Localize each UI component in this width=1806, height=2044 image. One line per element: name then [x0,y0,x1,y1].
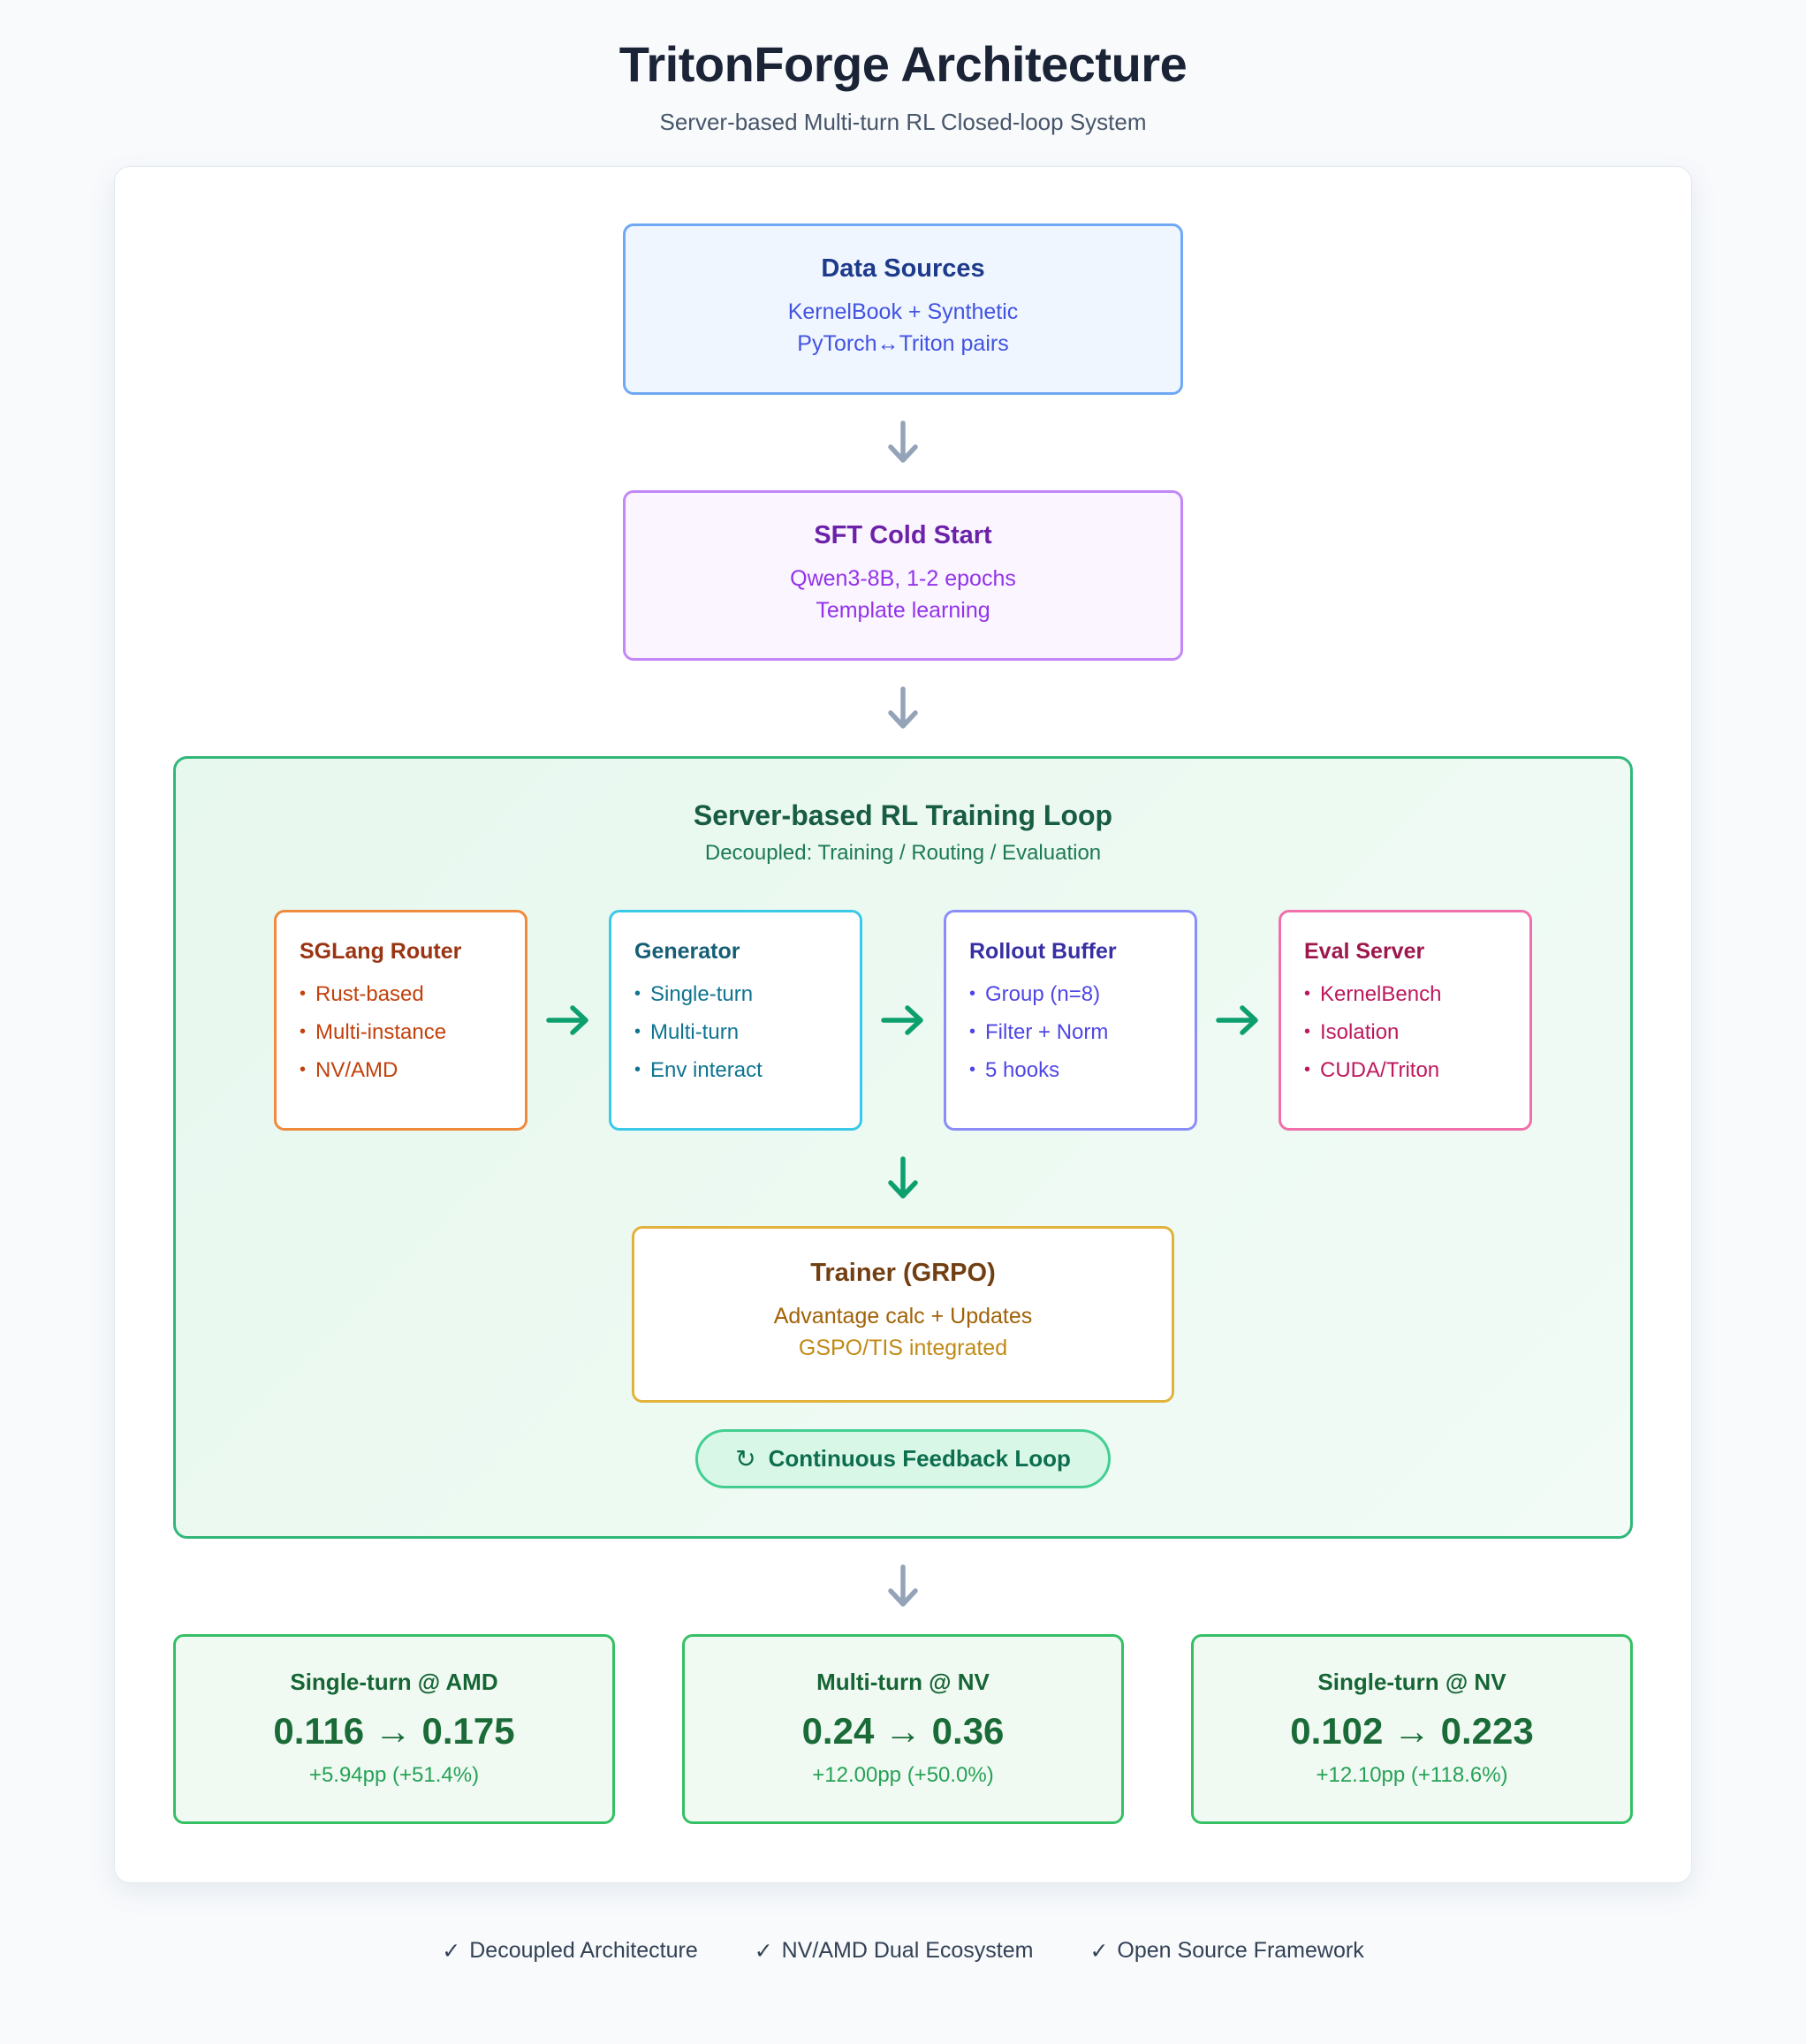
refresh-icon: ↻ [735,1444,756,1472]
sft-cold-start-box: SFT Cold Start Qwen3-8B, 1-2 epochs Temp… [623,489,1183,661]
eval-server-item: CUDA/Triton [1304,1058,1506,1083]
result-card-nv-multi: Multi-turn @ NV 0.24 → 0.36 +12.00pp (+5… [682,1633,1124,1824]
data-sources-title: Data Sources [821,254,985,283]
trainer-box: Trainer (GRPO) Advantage calc + Updates … [632,1226,1174,1403]
sft-line: Template learning [816,597,990,623]
result-value: 0.116 → 0.175 [273,1709,515,1752]
check-icon: ✓ [754,1938,773,1964]
data-sources-line: PyTorch↔Triton pairs [797,331,1009,357]
result-title: Single-turn @ AMD [290,1668,498,1695]
flow-column: Data Sources KernelBook + Synthetic PyTo… [173,223,1633,1824]
rollout-buffer-title: Rollout Buffer [969,939,1117,964]
down-arrow-green-icon [885,1155,921,1201]
generator-item: Single-turn [634,982,837,1007]
eval-server-title: Eval Server [1304,939,1425,964]
continuous-feedback-badge: ↻ Continuous Feedback Loop [695,1428,1111,1488]
data-sources-box: Data Sources KernelBook + Synthetic PyTo… [623,223,1183,395]
rollout-buffer-item: Filter + Norm [969,1020,1172,1045]
sglang-router-box: SGLang Router Rust-based Multi-instance … [274,910,527,1131]
data-sources-line: KernelBook + Synthetic [787,299,1019,324]
footer-item-dual-ecosystem: ✓ NV/AMD Dual Ecosystem [755,1938,1034,1965]
down-arrow-icon [885,1563,921,1609]
diagram-card: Data Sources KernelBook + Synthetic PyTo… [114,166,1692,1883]
sft-line: Qwen3-8B, 1-2 epochs [790,565,1016,591]
sglang-router-title: SGLang Router [300,939,462,964]
generator-item: Env interact [634,1058,837,1083]
result-title: Multi-turn @ NV [816,1668,990,1695]
result-value: 0.24 → 0.36 [801,1709,1005,1752]
eval-server-item: Isolation [1304,1020,1506,1045]
continuous-feedback-label: Continuous Feedback Loop [768,1444,1071,1472]
footer-item-open-source: ✓ Open Source Framework [1089,1938,1363,1965]
rl-loop-subtitle: Decoupled: Training / Routing / Evaluati… [704,841,1102,865]
down-arrow-icon [885,685,921,731]
footer-item-decoupled: ✓ Decoupled Architecture [442,1938,697,1965]
result-title: Single-turn @ NV [1317,1668,1506,1695]
result-card-nv-single: Single-turn @ NV 0.102 → 0.223 +12.10pp … [1191,1633,1633,1824]
page-subtitle: Server-based Multi-turn RL Closed-loop S… [659,109,1147,135]
result-card-amd-single: Single-turn @ AMD 0.116 → 0.175 +5.94pp … [173,1633,615,1824]
generator-item: Multi-turn [634,1020,837,1045]
check-icon: ✓ [1089,1938,1109,1964]
eval-server-box: Eval Server KernelBench Isolation CUDA/T… [1279,910,1532,1131]
eval-server-item: KernelBench [1304,982,1506,1007]
page-title: TritonForge Architecture [618,36,1188,92]
sglang-router-item: Rust-based [300,982,502,1007]
sglang-router-item: Multi-instance [300,1020,502,1045]
rl-components-row: SGLang Router Rust-based Multi-instance … [274,910,1532,1131]
trainer-line: Advantage calc + Updates [773,1304,1033,1329]
footer-item-label: Open Source Framework [1117,1938,1364,1963]
generator-box: Generator Single-turn Multi-turn Env int… [609,910,862,1131]
result-value: 0.102 → 0.223 [1290,1709,1534,1752]
right-arrow-icon [880,1003,926,1038]
rl-training-loop-container: Server-based RL Training Loop Decoupled:… [173,756,1633,1539]
down-arrow-icon [885,420,921,466]
footer: ✓ Decoupled Architecture ✓ NV/AMD Dual E… [0,1938,1806,2009]
sft-title: SFT Cold Start [814,520,992,549]
sglang-router-item: NV/AMD [300,1058,502,1083]
check-icon: ✓ [442,1938,461,1964]
right-arrow-icon [545,1003,591,1038]
result-delta: +5.94pp (+51.4%) [308,1762,480,1787]
rl-loop-title: Server-based RL Training Loop [693,799,1113,831]
rollout-buffer-item: Group (n=8) [969,982,1172,1007]
footer-item-label: NV/AMD Dual Ecosystem [781,1938,1034,1963]
footer-item-label: Decoupled Architecture [469,1938,698,1963]
result-delta: +12.10pp (+118.6%) [1316,1762,1508,1787]
trainer-title: Trainer (GRPO) [810,1259,996,1287]
result-delta: +12.00pp (+50.0%) [812,1762,994,1787]
trainer-line: GSPO/TIS integrated [798,1336,1008,1361]
right-arrow-icon [1215,1003,1261,1038]
rollout-buffer-item: 5 hooks [969,1058,1172,1083]
results-row: Single-turn @ AMD 0.116 → 0.175 +5.94pp … [173,1633,1633,1824]
rollout-buffer-box: Rollout Buffer Group (n=8) Filter + Norm… [944,910,1197,1131]
generator-title: Generator [634,939,740,964]
